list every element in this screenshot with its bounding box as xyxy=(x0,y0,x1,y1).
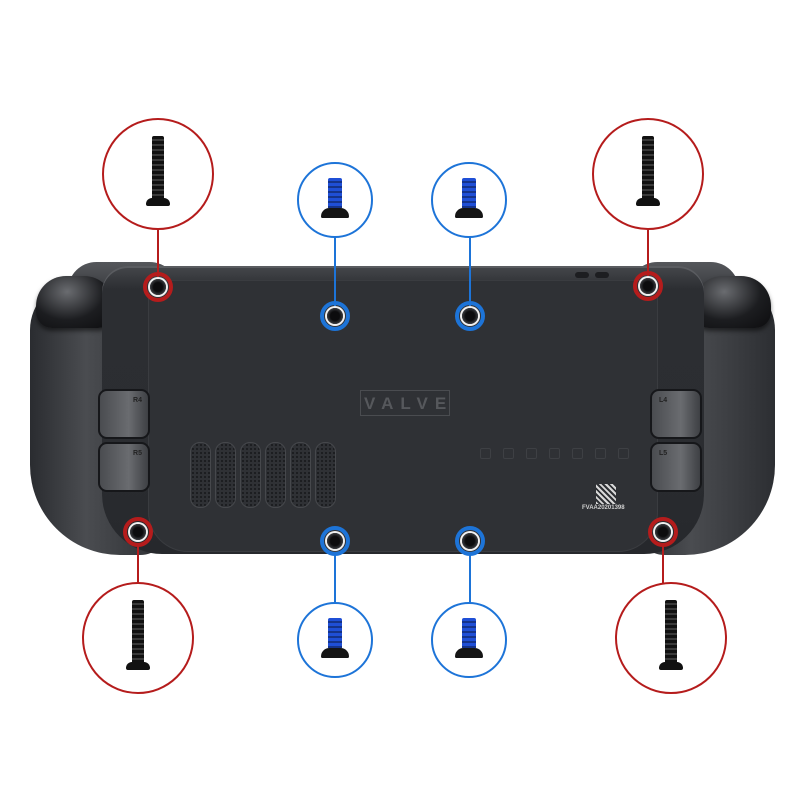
short-blue-screw-icon xyxy=(321,178,349,218)
regulatory-icons xyxy=(480,448,629,459)
screw-hole-top-left xyxy=(143,272,173,302)
back-button-label: R4 xyxy=(133,397,142,404)
leader-line-top-right xyxy=(647,230,649,276)
callout-long-screw-bottom-left xyxy=(82,582,194,694)
long-screw-icon xyxy=(659,600,683,670)
callout-short-screw-top-center-right xyxy=(431,162,507,238)
back-button-label: R5 xyxy=(133,450,142,457)
leader-line-bottom-right xyxy=(662,543,664,585)
long-screw-icon xyxy=(126,600,150,670)
screw-hole-bottom-left xyxy=(123,517,153,547)
leader-line-bottom-center-right xyxy=(469,552,471,604)
leader-line-top-left xyxy=(157,229,159,277)
short-blue-screw-icon xyxy=(455,618,483,658)
callout-short-screw-bottom-center-right xyxy=(431,602,507,678)
callout-long-screw-top-right xyxy=(592,118,704,230)
back-button-label: L4 xyxy=(659,397,668,404)
callout-long-screw-top-left xyxy=(102,118,214,230)
top-buttons xyxy=(575,265,615,278)
back-button-r5: R5 xyxy=(98,442,150,492)
back-cover-panel xyxy=(148,280,658,552)
serial-number: FVAA20201398 xyxy=(582,505,625,511)
leader-line-top-center-right xyxy=(469,236,471,306)
back-button-r4: R4 xyxy=(98,389,150,439)
screw-hole-top-right xyxy=(633,271,663,301)
callout-short-screw-top-center-left xyxy=(297,162,373,238)
valve-logo: VALVE xyxy=(360,390,450,416)
callout-long-screw-bottom-right xyxy=(615,582,727,694)
leader-line-top-center-left xyxy=(334,236,336,306)
short-blue-screw-icon xyxy=(455,178,483,218)
long-screw-icon xyxy=(146,136,170,206)
callout-short-screw-bottom-center-left xyxy=(297,602,373,678)
short-blue-screw-icon xyxy=(321,618,349,658)
right-thumbstick xyxy=(36,276,114,328)
back-button-l5: L5 xyxy=(650,442,702,492)
left-thumbstick xyxy=(693,276,771,328)
screw-hole-top-center-right xyxy=(455,301,485,331)
screw-hole-bottom-center-right xyxy=(455,526,485,556)
leader-line-bottom-center-left xyxy=(334,552,336,604)
screw-hole-bottom-right xyxy=(648,517,678,547)
qr-code xyxy=(596,484,616,504)
back-button-label: L5 xyxy=(659,450,668,457)
vent-grille xyxy=(190,442,336,508)
long-screw-icon xyxy=(636,136,660,206)
back-button-l4: L4 xyxy=(650,389,702,439)
screw-hole-top-center-left xyxy=(320,301,350,331)
leader-line-bottom-left xyxy=(137,543,139,583)
handheld-device-back: VALVE R4 R5 L4 L5 FVAA20201398 xyxy=(30,262,775,557)
screw-hole-bottom-center-left xyxy=(320,526,350,556)
